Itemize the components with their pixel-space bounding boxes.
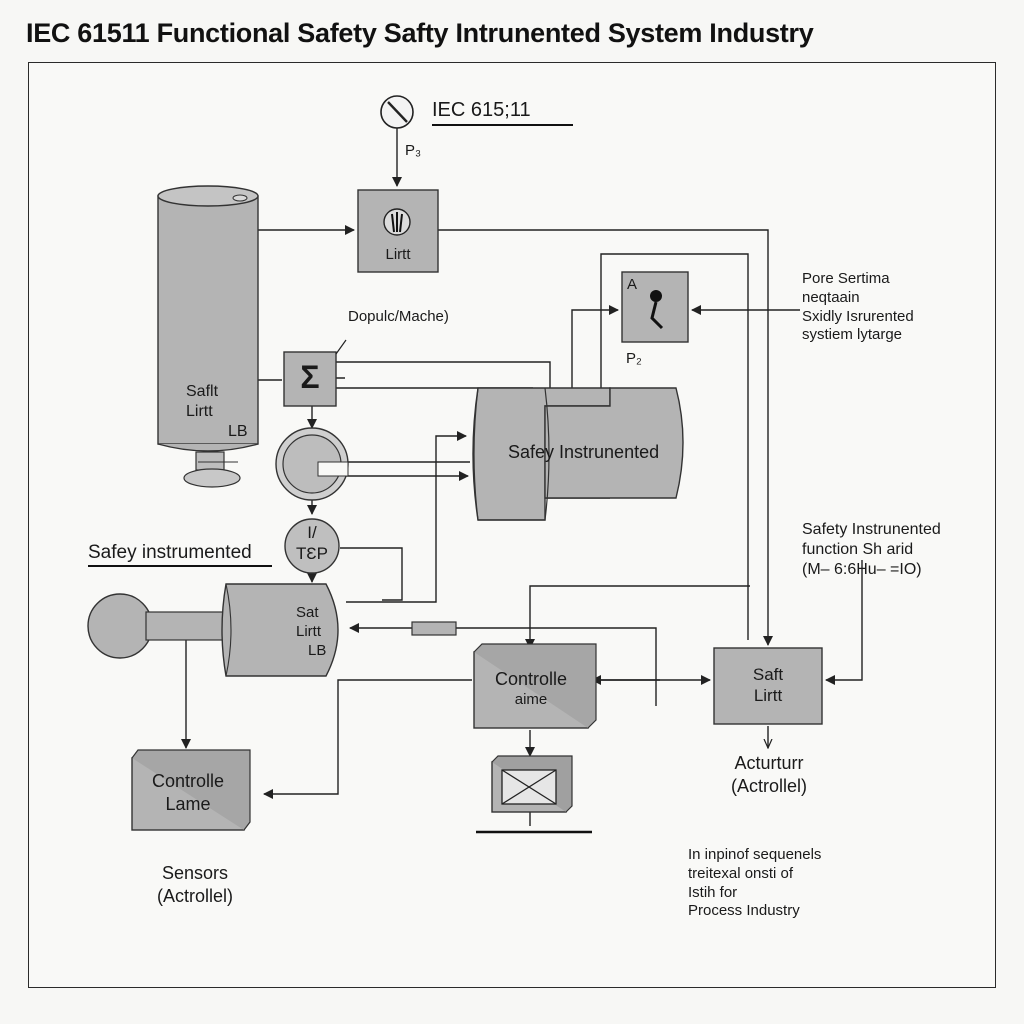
tep-instrument bbox=[284, 518, 340, 574]
vessel-bottom bbox=[87, 583, 339, 677]
top-unit-label: Lirtt bbox=[385, 246, 411, 263]
controlle-center-label: Controlle aime bbox=[494, 669, 568, 708]
controlle-center-block bbox=[473, 643, 597, 729]
controlle-left-label: Controlle Lame bbox=[151, 771, 225, 814]
safety-instrumented-label: Safey Instrunented bbox=[508, 442, 660, 462]
line-top-unit-to-safe-unit bbox=[438, 229, 773, 646]
top-unit-block bbox=[357, 189, 439, 273]
safey-instrumented-left-label: Safey instrumented bbox=[88, 542, 252, 563]
a-block bbox=[621, 271, 689, 343]
instrument-icon bbox=[383, 208, 411, 236]
p3-label: P₃ bbox=[405, 142, 422, 159]
safe-unit-right-label: Saft Lirtt bbox=[752, 665, 784, 706]
vessel-top-label: Saflt Lirtt LB bbox=[186, 383, 248, 440]
note-mid-right: Safety Instrunented function Sh arid (M–… bbox=[802, 521, 941, 578]
vessel-bottom-label: Sat Lirtt LB bbox=[296, 604, 327, 659]
iec-header-label: IEC 615;11 bbox=[432, 98, 573, 126]
safe-unit-right-block bbox=[713, 647, 823, 725]
line-loop-a bbox=[596, 253, 749, 640]
sensors-label: Sensors (Actrollel) bbox=[156, 863, 233, 906]
circle-element bbox=[275, 427, 349, 501]
valve-actuator-icon bbox=[650, 290, 664, 330]
connection-lines bbox=[181, 128, 863, 826]
a-block-label: A bbox=[627, 276, 638, 293]
doublc-note-label: Dopulc/Mache) bbox=[348, 308, 449, 325]
p2-label: P₂ bbox=[626, 350, 642, 367]
controlle-left-block bbox=[131, 749, 251, 831]
line-to-left-controlle bbox=[263, 679, 472, 799]
line-vessel-to-sis bbox=[346, 431, 467, 603]
connector-bar bbox=[411, 621, 457, 636]
actuator-label: Acturturr (Actrollel) bbox=[730, 753, 807, 796]
note-bottom-right: In inpinof sequenels treitexal onsti of … bbox=[688, 846, 822, 920]
line-sis-to-sigma bbox=[321, 380, 533, 389]
crossed-box-icon bbox=[476, 755, 592, 834]
line-note-to-safe-unit bbox=[825, 576, 863, 685]
pressure-gauge-icon bbox=[380, 95, 414, 129]
page-title: IEC 61511 Functional Safety Safty Intrun… bbox=[26, 18, 814, 48]
tep-label: I/ TƐP bbox=[296, 523, 328, 564]
line-tep-right bbox=[340, 547, 403, 601]
sigma-symbol: Σ bbox=[300, 359, 320, 395]
safety-instrumented-block bbox=[472, 387, 684, 521]
vessel-top bbox=[157, 185, 259, 488]
line-to-a-block bbox=[571, 305, 619, 406]
line-sis-to-controlle bbox=[525, 585, 750, 649]
note-top-right: Pore Sertima neqtaain Sxidly Isrurented … bbox=[802, 270, 914, 344]
sigma-block bbox=[283, 339, 347, 407]
